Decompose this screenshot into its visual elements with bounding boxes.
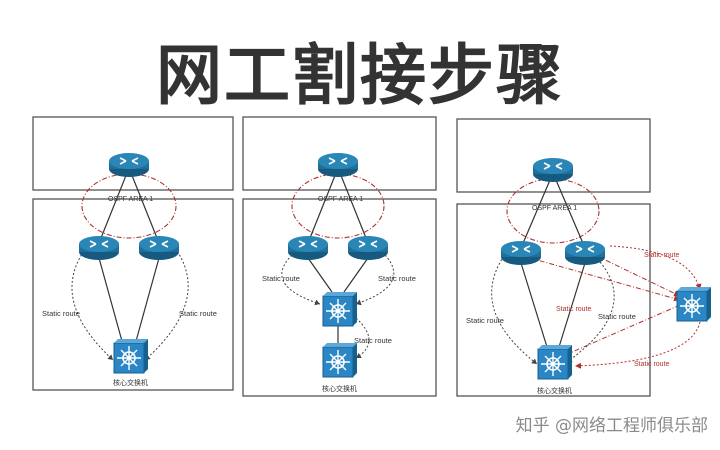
- panel-2-core-label: 核心交换机: [322, 384, 357, 393]
- panel-3-static-top-right: Static route: [644, 252, 680, 259]
- panel-2-core-switch: [322, 342, 358, 378]
- panel-1-core-switch: [113, 338, 149, 374]
- panel-3-right-router: [564, 240, 606, 266]
- page-title: 网工割接步骤: [156, 37, 564, 114]
- panel-3-static-mid: Static route: [556, 306, 592, 313]
- panel-3-ospf-label: OSPF AREA 1: [532, 205, 577, 212]
- panel-1-static-left: Static route: [42, 309, 80, 318]
- panel-1-core-label: 核心交换机: [113, 378, 148, 387]
- panel-3-external-switch: [676, 286, 712, 322]
- watermark: 知乎 @网络工程师俱乐部: [515, 416, 708, 436]
- panel-2-static-left: Static route: [262, 274, 300, 283]
- panel-2-new-switch: [322, 291, 358, 327]
- panel-1-ospf-label: OSPF AREA 1: [108, 196, 153, 203]
- panel-2-bottom-frame: [242, 198, 437, 397]
- panel-3-core-switch: [537, 344, 573, 380]
- panel-3-static-left: Static route: [466, 316, 504, 325]
- panel-3: OSPF AREA 1 Static route Static route St…: [456, 118, 712, 397]
- panel-2-top-router: [317, 152, 359, 178]
- panel-3-core-label: 核心交换机: [537, 386, 572, 395]
- panel-1-right-router: [138, 235, 180, 261]
- panel-1-static-right: Static route: [179, 309, 217, 318]
- panel-2-static-right: Static route: [378, 274, 416, 283]
- panel-3-bottom-frame: [456, 203, 651, 397]
- panel-3-static-right: Static route: [598, 312, 636, 321]
- panel-1-top-router: [108, 152, 150, 178]
- panel-3-top-frame: [456, 118, 651, 193]
- panel-3-static-bottom: Static route: [634, 361, 670, 368]
- panel-2: OSPF AREA 1 Static route Static route St…: [242, 116, 437, 397]
- panel-1-ospf-area: [81, 173, 177, 239]
- panel-3-top-router: [532, 157, 574, 183]
- panel-2-left-router: [287, 235, 329, 261]
- panel-1: OSPF AREA 1 Static route Static route 核心…: [32, 116, 234, 391]
- panel-1-top-frame: [32, 116, 234, 191]
- panel-2-right-router: [347, 235, 389, 261]
- panel-2-ospf-area: [291, 173, 385, 239]
- panel-2-top-frame: [242, 116, 437, 191]
- panel-1-bottom-frame: [32, 198, 234, 391]
- panel-2-ospf-label: OSPF AREA 1: [318, 196, 363, 203]
- panel-1-left-router: [78, 235, 120, 261]
- panel-3-left-router: [500, 240, 542, 266]
- panel-2-static-mid: Static route: [354, 336, 392, 345]
